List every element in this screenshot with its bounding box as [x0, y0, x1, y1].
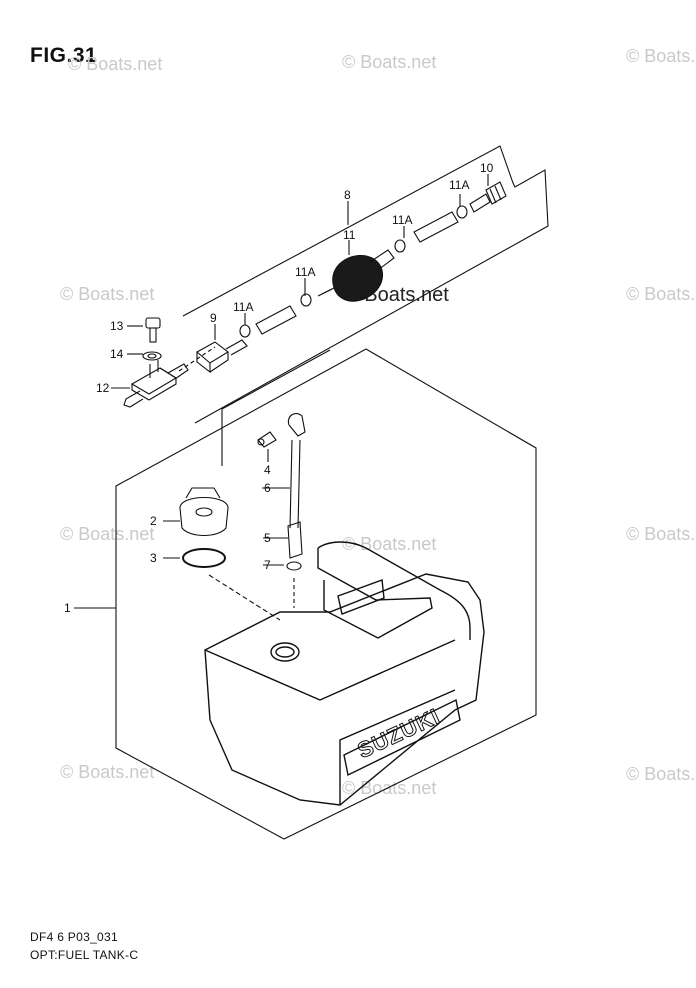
fitting-4 [257, 431, 277, 448]
fitting-10 [469, 181, 507, 213]
callout-8: 8 [344, 188, 351, 202]
callout-12: 12 [96, 381, 110, 395]
primer-bulb-11 [321, 249, 395, 302]
callout-9: 9 [210, 311, 217, 325]
gauge-tube-6 [287, 413, 306, 529]
watermark: © Boats.net [60, 524, 155, 544]
callout-11a: 11A [449, 178, 469, 192]
watermark: © Boats.net [626, 524, 696, 544]
watermark: © Boats.net [68, 54, 163, 74]
model-code: DF4 6 P03_031 [30, 930, 118, 944]
tank-cap-2 [179, 487, 229, 537]
gauge-subgroup-outline [221, 349, 331, 466]
watermark: © Boats.net [60, 762, 155, 782]
callout-11a: 11A [392, 213, 412, 227]
watermark: © Boats.net [626, 284, 696, 304]
figure-caption: OPT:FUEL TANK-C [30, 948, 139, 962]
float-5 [287, 521, 303, 559]
callout-13: 13 [110, 319, 124, 333]
callout-11: 11 [343, 228, 356, 242]
callout-10: 10 [480, 161, 494, 175]
figure-title: FIG.31 [30, 44, 98, 67]
connector-9 [196, 339, 248, 374]
fuel-line-group-outline [182, 145, 549, 424]
watermark: © Boats.net [342, 534, 437, 554]
fuel-tank-1 [204, 541, 485, 806]
callout-5: 5 [264, 531, 271, 545]
watermark: © Boats.net [626, 46, 696, 66]
watermark: © Boats.net [60, 284, 155, 304]
callout-4: 4 [264, 463, 271, 477]
joint-12 [123, 360, 189, 408]
watermark: © Boats.net [626, 764, 696, 784]
callout-7: 7 [264, 558, 271, 572]
callout-2: 2 [150, 514, 157, 528]
watermark: © Boats.net [342, 52, 437, 72]
callout-11a: 11A [233, 300, 253, 314]
tank-brand-lettering: SUZUKI [354, 703, 444, 763]
callout-1: 1 [64, 601, 71, 615]
callout-6: 6 [264, 481, 271, 495]
tank-group-outline [115, 348, 537, 840]
callout-11a: 11A [295, 265, 315, 279]
callout-3: 3 [150, 551, 157, 565]
bolt-13 [145, 317, 161, 343]
callout-14: 14 [110, 347, 124, 361]
